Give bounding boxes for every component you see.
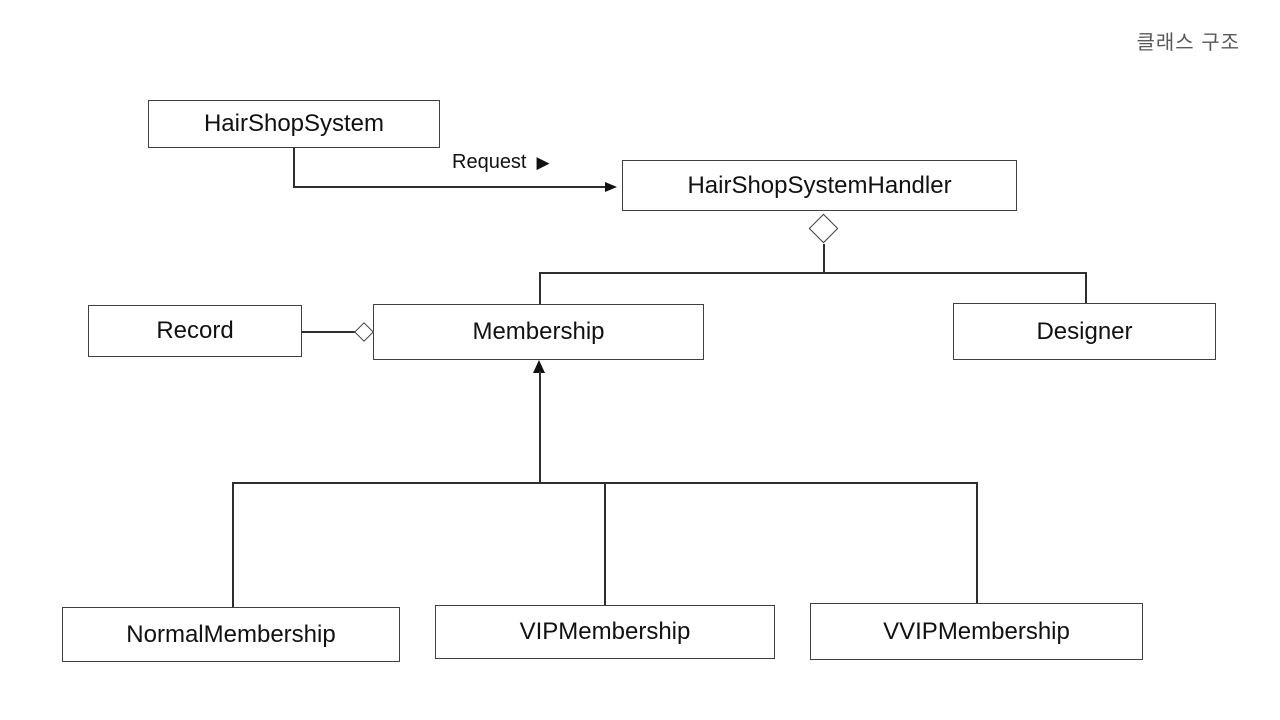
aggregation-diamond-small-icon: [354, 322, 374, 342]
class-box-designer: Designer: [953, 303, 1216, 360]
slide-title: 클래스 구조: [1136, 32, 1240, 54]
request-direction-icon: ▶: [536, 153, 550, 172]
connector-aggregation-horizontal: [539, 272, 1087, 274]
connector-inheritance-stem: [539, 371, 541, 483]
request-association-label: Request ▶: [452, 151, 550, 174]
connector-aggregation-drop-designer: [1085, 272, 1087, 303]
connector-inheritance-drop-normal: [232, 482, 234, 607]
connector-request-horizontal: [293, 186, 609, 188]
class-box-hairshopsystemhandler: HairShopSystemHandler: [622, 160, 1017, 211]
class-box-vipmembership: VIPMembership: [435, 605, 775, 659]
class-box-membership: Membership: [373, 304, 704, 360]
connector-aggregation-drop-membership: [539, 272, 541, 304]
connector-record-membership: [302, 331, 356, 333]
connector-aggregation-stem: [823, 244, 825, 273]
class-box-normalmembership: NormalMembership: [62, 607, 400, 662]
connector-request-vertical: [293, 148, 295, 188]
arrowhead-up-icon: [533, 360, 545, 373]
connector-inheritance-drop-vip: [604, 482, 606, 605]
request-label-text: Request: [452, 151, 527, 173]
class-box-vvipmembership: VVIPMembership: [810, 603, 1143, 660]
arrowhead-right-icon: [605, 182, 617, 192]
connector-inheritance-drop-vvip: [976, 482, 978, 603]
class-box-record: Record: [88, 305, 302, 357]
class-box-hairshopsystem: HairShopSystem: [148, 100, 440, 148]
aggregation-diamond-icon: [808, 213, 839, 244]
